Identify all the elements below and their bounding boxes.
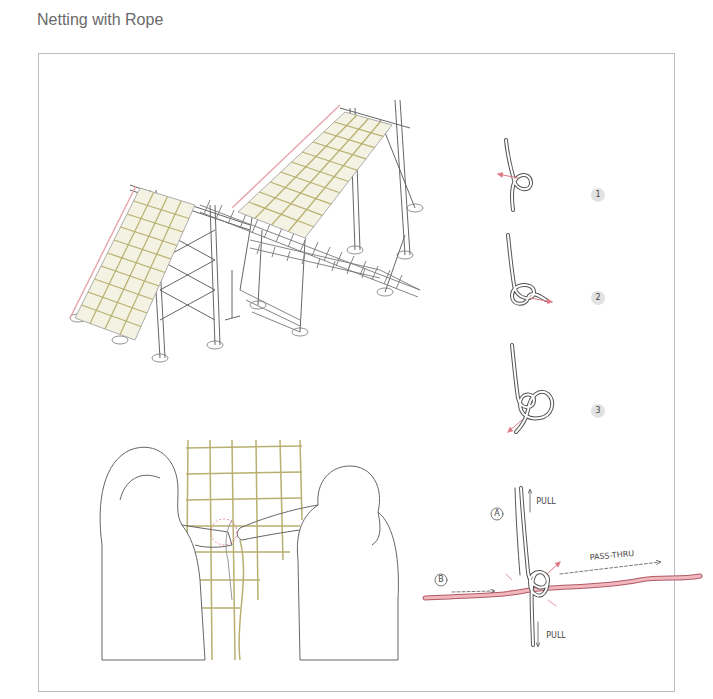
callout-number: 3 [595, 407, 600, 415]
rope-letter: A [494, 510, 499, 518]
knot-step-2 [508, 235, 552, 304]
left-net-panel [70, 186, 195, 340]
callout-number: 1 [595, 191, 600, 199]
final-knot [425, 488, 700, 646]
knot-step-1 [498, 140, 531, 210]
frame [39, 54, 675, 692]
people-figures [100, 447, 398, 660]
right-net-panel [232, 105, 392, 238]
diagram-title: Netting with Rope [37, 11, 163, 29]
callout-number: 2 [595, 294, 600, 302]
pass-note: PASS-THRU [590, 550, 635, 562]
detail-callout [211, 519, 237, 545]
rope-letter: B [438, 576, 444, 584]
step-badges [591, 188, 605, 418]
pull-note: PULL [536, 498, 556, 506]
pull-note: PULL [546, 632, 566, 640]
knot-step-3 [508, 345, 552, 432]
